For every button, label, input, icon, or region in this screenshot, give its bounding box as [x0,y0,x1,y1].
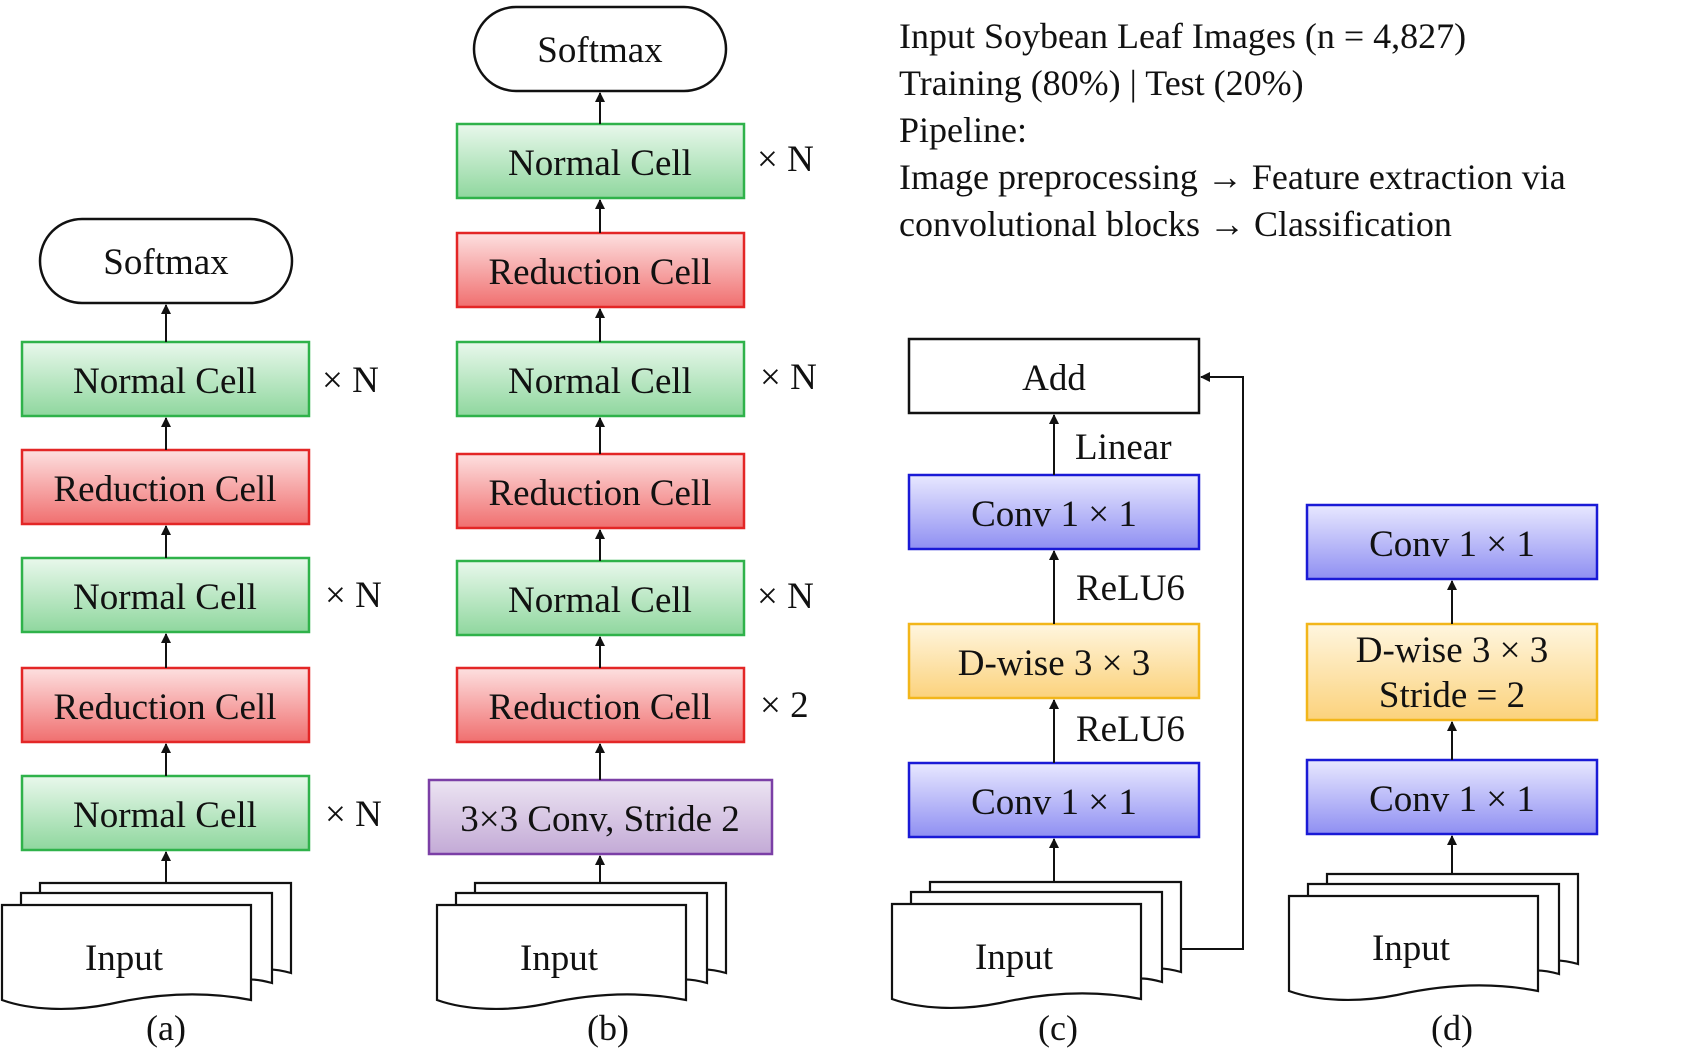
block-label: Normal Cell [73,577,257,618]
panel-c: Add Conv 1 × 1 D-wise 3 × 3 Conv 1 × 1 L… [890,337,1244,1048]
normal-cell-block [455,559,746,637]
header-line-pipeline-steps-1: Image preprocessing → Feature extraction… [899,157,1566,197]
block-label: Conv 1 × 1 [1369,524,1535,565]
multiplier-label: × N [757,576,814,617]
conv-stride-block [427,778,774,856]
input-stack-c [890,880,1183,1009]
edge-label-linear: Linear [1075,427,1172,468]
block-label: 3×3 Conv, Stride 2 [460,799,740,840]
block-label: Reduction Cell [489,252,712,293]
input-stack-a [0,881,293,1010]
multiplier-label: × N [757,139,814,180]
panel-caption-c: (c) [1038,1008,1078,1048]
panel-b: Softmax Normal Cell × N Reduction Cell N… [427,5,817,1048]
multiplier-label: × N [760,357,817,398]
input-label-d: Input [1372,928,1451,969]
normal-cell-block [20,556,311,634]
conv-1x1-block [907,473,1201,551]
normal-cell-block [455,340,746,418]
block-label: Reduction Cell [489,473,712,514]
panel-caption-d: (d) [1431,1008,1473,1048]
block-label: Conv 1 × 1 [1369,779,1535,820]
multiplier-label: × 2 [760,685,809,726]
depthwise-stride-block [1305,622,1599,722]
block-label: Normal Cell [508,143,692,184]
header-line-pipeline: Pipeline: [899,110,1027,150]
reduction-cell-block [455,231,746,309]
softmax-node-a [38,217,294,305]
edge-label-relu6: ReLU6 [1076,709,1185,750]
reduction-cell-block [455,452,746,530]
normal-cell-block [20,340,311,418]
skip-connection-arrow [1157,372,1244,950]
block-label: Normal Cell [73,795,257,836]
block-label: Normal Cell [508,361,692,402]
input-stack-b [435,881,728,1010]
input-label-c: Input [975,937,1054,978]
input-label-a: Input [85,938,164,979]
conv-1x1-block [1305,503,1599,581]
multiplier-label: × N [322,360,379,401]
block-label: Reduction Cell [489,687,712,728]
conv-1x1-block [907,761,1201,839]
panel-d: Conv 1 × 1 D-wise 3 × 3 Stride = 2 Conv … [1287,503,1599,1048]
add-label: Add [1022,358,1086,399]
block-label-line2: Stride = 2 [1379,675,1525,716]
header-text: Input Soybean Leaf Images (n = 4,827) Tr… [899,16,1566,244]
block-label: Normal Cell [73,361,257,402]
header-line-split: Training (80%) | Test (20%) [899,63,1304,103]
conv-1x1-block [1305,758,1599,836]
block-label: Normal Cell [508,580,692,621]
edge-label-relu6: ReLU6 [1076,568,1185,609]
add-node [907,337,1201,415]
panel-a: Softmax Normal Cell × N Reduction Cell N… [0,217,382,1048]
normal-cell-block [20,774,311,852]
softmax-label-b: Softmax [537,30,663,71]
block-label: Conv 1 × 1 [971,782,1137,823]
softmax-label-a: Softmax [103,242,229,283]
normal-cell-block [455,122,746,200]
header-line-pipeline-steps-2: convolutional blocks → Classification [899,204,1452,244]
softmax-node-b [472,5,728,93]
input-label-b: Input [520,938,599,979]
block-label: Conv 1 × 1 [971,494,1137,535]
reduction-cell-block [455,666,746,744]
input-stack-d [1287,872,1580,1001]
panel-caption-a: (a) [146,1008,186,1048]
block-label: D-wise 3 × 3 [958,643,1150,684]
block-label: Reduction Cell [54,469,277,510]
multiplier-label: × N [325,794,382,835]
block-label: Reduction Cell [54,687,277,728]
multiplier-label: × N [325,575,382,616]
header-line-dataset: Input Soybean Leaf Images (n = 4,827) [899,16,1466,56]
reduction-cell-block [20,666,311,744]
block-label-line1: D-wise 3 × 3 [1356,630,1548,671]
panel-caption-b: (b) [587,1008,629,1048]
